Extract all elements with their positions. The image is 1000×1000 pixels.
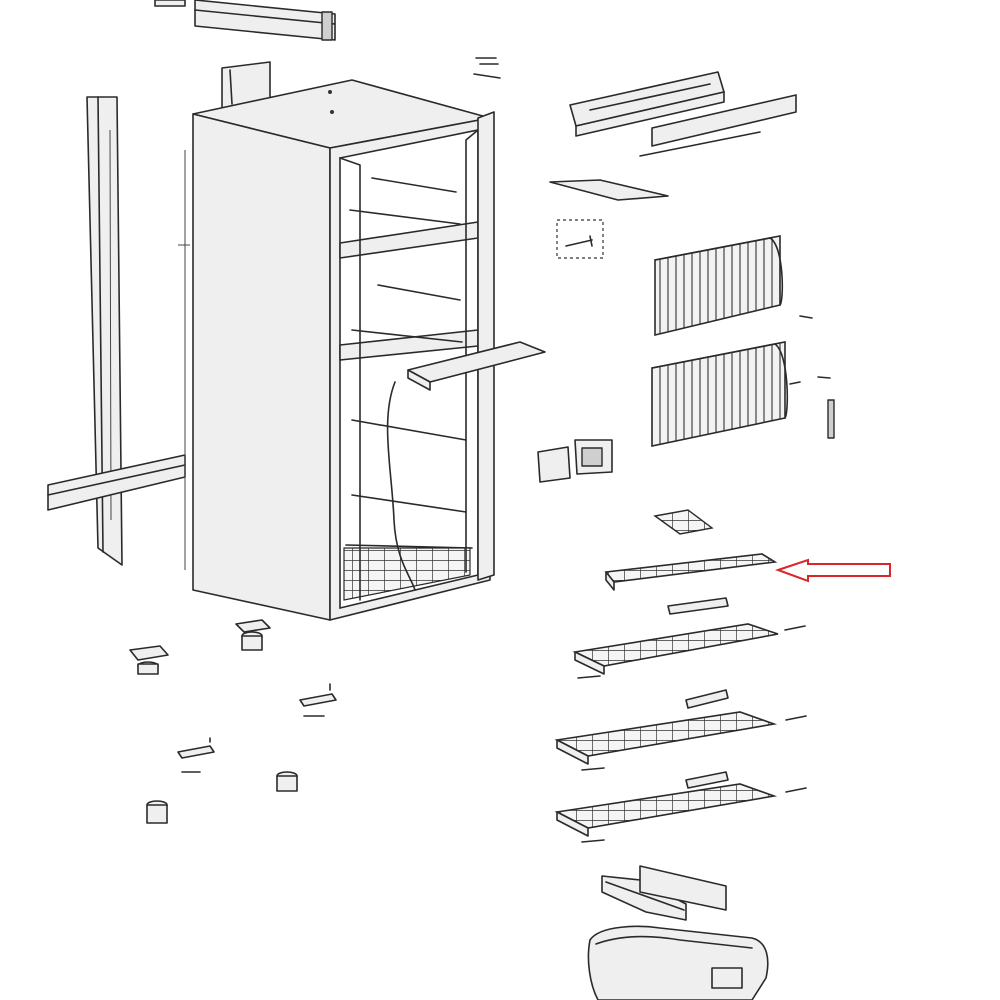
shelf-rail-3 [685, 771, 729, 789]
highlight-arrow [774, 558, 891, 583]
shelf-cross-bar [407, 341, 546, 391]
crisper-drawer [587, 925, 769, 1000]
leveling-foot-4 [146, 800, 168, 824]
hinge-plates [177, 683, 337, 773]
crisper-cover-panels [601, 865, 727, 921]
evaporator-cover-lower [651, 341, 789, 447]
refrigerator-cabinet [178, 79, 495, 621]
leveling-foot-2 [235, 619, 271, 651]
wire-shelf-4 [554, 783, 807, 843]
ice-tray [653, 509, 714, 535]
control-box [537, 439, 613, 483]
leveling-foot-1 [129, 645, 169, 675]
top-plate [549, 179, 669, 201]
small-fasteners [789, 315, 835, 439]
leveling-foot-3 [276, 771, 298, 792]
side-panel [86, 96, 123, 566]
thermostat-dashed-group [556, 219, 604, 259]
evaporator-cover-upper [654, 235, 784, 337]
wire-shelf-3 [554, 711, 807, 771]
shelf-rail-2 [685, 689, 729, 709]
highlighted-wire-shelf [604, 553, 778, 591]
shelf-rail-1 [667, 597, 729, 615]
top-cover-strip [639, 94, 797, 157]
top-bracket [154, 0, 336, 41]
wire-shelf-2 [572, 623, 806, 679]
top-hinge-assembly [569, 71, 725, 137]
top-screws [328, 57, 501, 114]
